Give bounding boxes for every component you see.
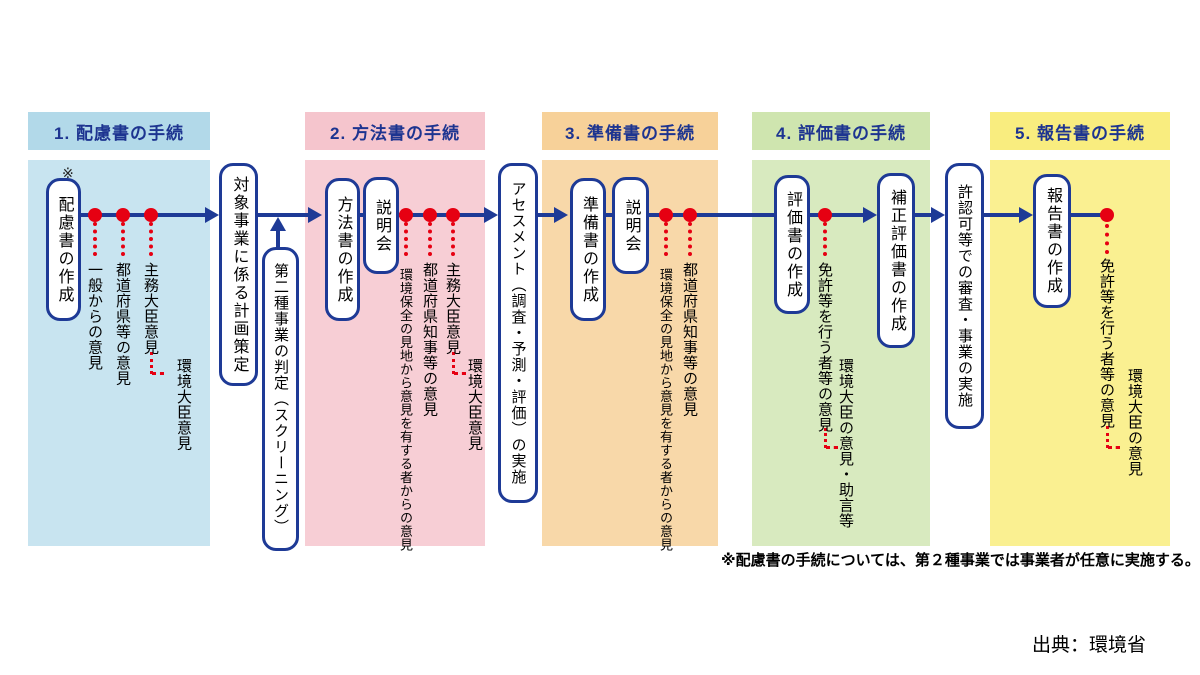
box-hyokasho-sakusei: 評価書の作成 <box>774 175 810 314</box>
dotted-leader <box>149 222 153 256</box>
column-header-3: 3. 準備書の手続 <box>542 112 718 150</box>
arrow-right-icon <box>484 207 498 223</box>
box-label: 説明会 <box>622 198 640 253</box>
flow-line-segment <box>978 213 1020 217</box>
arrow-right-icon <box>931 207 945 223</box>
flow-line-segment <box>1065 213 1109 217</box>
opinion-label: 環境保全の見地から意見を有する者からの意見 <box>658 268 673 552</box>
box-junbisho-sakusei: 準備書の作成 <box>570 178 606 321</box>
dotted-elbow <box>824 428 827 448</box>
column-header-2: 2. 方法書の手続 <box>305 112 485 150</box>
dotted-leader <box>428 222 432 256</box>
column-header-4-label: 4. 評価書の手続 <box>776 123 906 143</box>
flow-line-segment <box>532 213 555 217</box>
opinion-label: 環境保全の見地から意見を有する者からの意見 <box>398 268 413 552</box>
arrow-right-icon <box>863 207 877 223</box>
dotted-elbow <box>1108 446 1120 449</box>
opinion-label: 都道府県知事等の意見 <box>421 262 438 417</box>
opinion-dot <box>423 208 437 222</box>
box-label: 対象事業に係る計画策定 <box>230 175 248 374</box>
opinion-sub-label: 環境大臣の意見・助言等 <box>837 358 854 529</box>
box-plan-formulation: 対象事業に係る計画策定 <box>219 163 258 386</box>
box-label: 説明会 <box>373 198 390 253</box>
box-setsumeikai-2: 説明会 <box>363 177 399 274</box>
flow-line-segment <box>252 213 309 217</box>
dotted-elbow <box>452 352 455 374</box>
opinion-dot <box>116 208 130 222</box>
dotted-leader <box>451 222 455 256</box>
flow-line-segment <box>909 213 932 217</box>
box-label: 許認可等での審査・事業の実施 <box>956 184 973 408</box>
box-setsumeikai-3: 説明会 <box>612 177 649 274</box>
opinion-dot <box>144 208 158 222</box>
dotted-leader <box>1105 224 1109 254</box>
opinion-sub-label: 環境大臣意見 <box>466 358 483 451</box>
opinion-label: 主務大臣意見 <box>444 262 461 355</box>
dotted-leader <box>93 222 97 256</box>
column-header-3-label: 3. 準備書の手続 <box>565 123 695 143</box>
box-label: 準備書の作成 <box>580 195 597 304</box>
opinion-label: 免許等を行う者等の意見 <box>816 262 833 433</box>
box-label: 方法書の作成 <box>334 195 352 304</box>
box-hohosho-sakusei: 方法書の作成 <box>325 178 360 321</box>
dotted-elbow <box>150 352 153 374</box>
dotted-elbow <box>454 372 466 375</box>
opinion-dot <box>399 208 413 222</box>
opinion-label: 免許等を行う者等の意見 <box>1098 258 1115 429</box>
arrow-right-icon <box>205 207 219 223</box>
dotted-elbow <box>826 446 838 449</box>
box-hairyosho-sakusei: 配慮書の作成 <box>46 178 81 321</box>
opinion-label: 都道府県等の意見 <box>114 262 131 386</box>
opinion-dot <box>818 208 832 222</box>
dotted-leader <box>688 222 692 256</box>
column-header-4: 4. 評価書の手続 <box>752 112 930 150</box>
box-label: 配慮書の作成 <box>55 195 73 304</box>
asterisk-mark: ※ <box>62 165 74 181</box>
box-label: 補正評価書の作成 <box>888 188 905 333</box>
column-header-1-label: 1. 配慮書の手続 <box>54 123 184 143</box>
flow-line-segment <box>804 213 864 217</box>
dotted-leader <box>404 222 408 256</box>
footnote-text: ※配慮書の手続については、第２種事業では事業者が任意に実施する。 <box>721 552 1200 569</box>
box-label: 評価書の作成 <box>784 190 801 299</box>
box-screening: 第二種事業の判定（スクリーニング） <box>262 247 299 551</box>
opinion-dot <box>659 208 673 222</box>
opinion-label: 主務大臣意見 <box>142 262 159 355</box>
dotted-leader <box>664 222 668 256</box>
dotted-leader <box>121 222 125 256</box>
opinion-dot <box>88 208 102 222</box>
opinion-sub-label: 環境大臣の意見 <box>1126 368 1143 477</box>
column-body-5 <box>990 160 1170 546</box>
column-header-2-label: 2. 方法書の手続 <box>330 123 460 143</box>
arrow-right-icon <box>1019 207 1033 223</box>
box-label: 報告書の作成 <box>1044 187 1061 295</box>
box-label: 第二種事業の判定（スクリーニング） <box>272 263 289 535</box>
column-header-5-label: 5. 報告書の手続 <box>1015 123 1145 143</box>
box-assessment: アセスメント（調査・予測・評価）の実施 <box>498 163 538 503</box>
box-license-review: 許認可等での審査・事業の実施 <box>945 163 984 429</box>
arrow-up-icon <box>270 217 286 231</box>
opinion-dot <box>1100 208 1114 222</box>
arrow-right-icon <box>308 207 322 223</box>
column-header-1: 1. 配慮書の手続 <box>28 112 210 150</box>
column-header-5: 5. 報告書の手続 <box>990 112 1170 150</box>
box-label: アセスメント（調査・予測・評価）の実施 <box>509 181 527 485</box>
box-hokokusho-sakusei: 報告書の作成 <box>1033 174 1071 308</box>
box-hosei-hyokasho-sakusei: 補正評価書の作成 <box>877 173 915 348</box>
opinion-label: 都道府県知事等の意見 <box>681 262 698 417</box>
dotted-leader <box>823 222 827 256</box>
arrow-right-icon <box>554 207 568 223</box>
opinion-dot <box>446 208 460 222</box>
dotted-elbow <box>1106 426 1109 448</box>
flow-line-segment <box>75 213 206 217</box>
opinion-sub-label: 環境大臣意見 <box>175 358 192 451</box>
opinion-label: 一般からの意見 <box>86 262 103 371</box>
dotted-elbow <box>152 372 164 375</box>
source-text: 出典：環境省 <box>1032 635 1147 656</box>
opinion-dot <box>683 208 697 222</box>
screening-up-arrow-shaft <box>276 230 280 250</box>
